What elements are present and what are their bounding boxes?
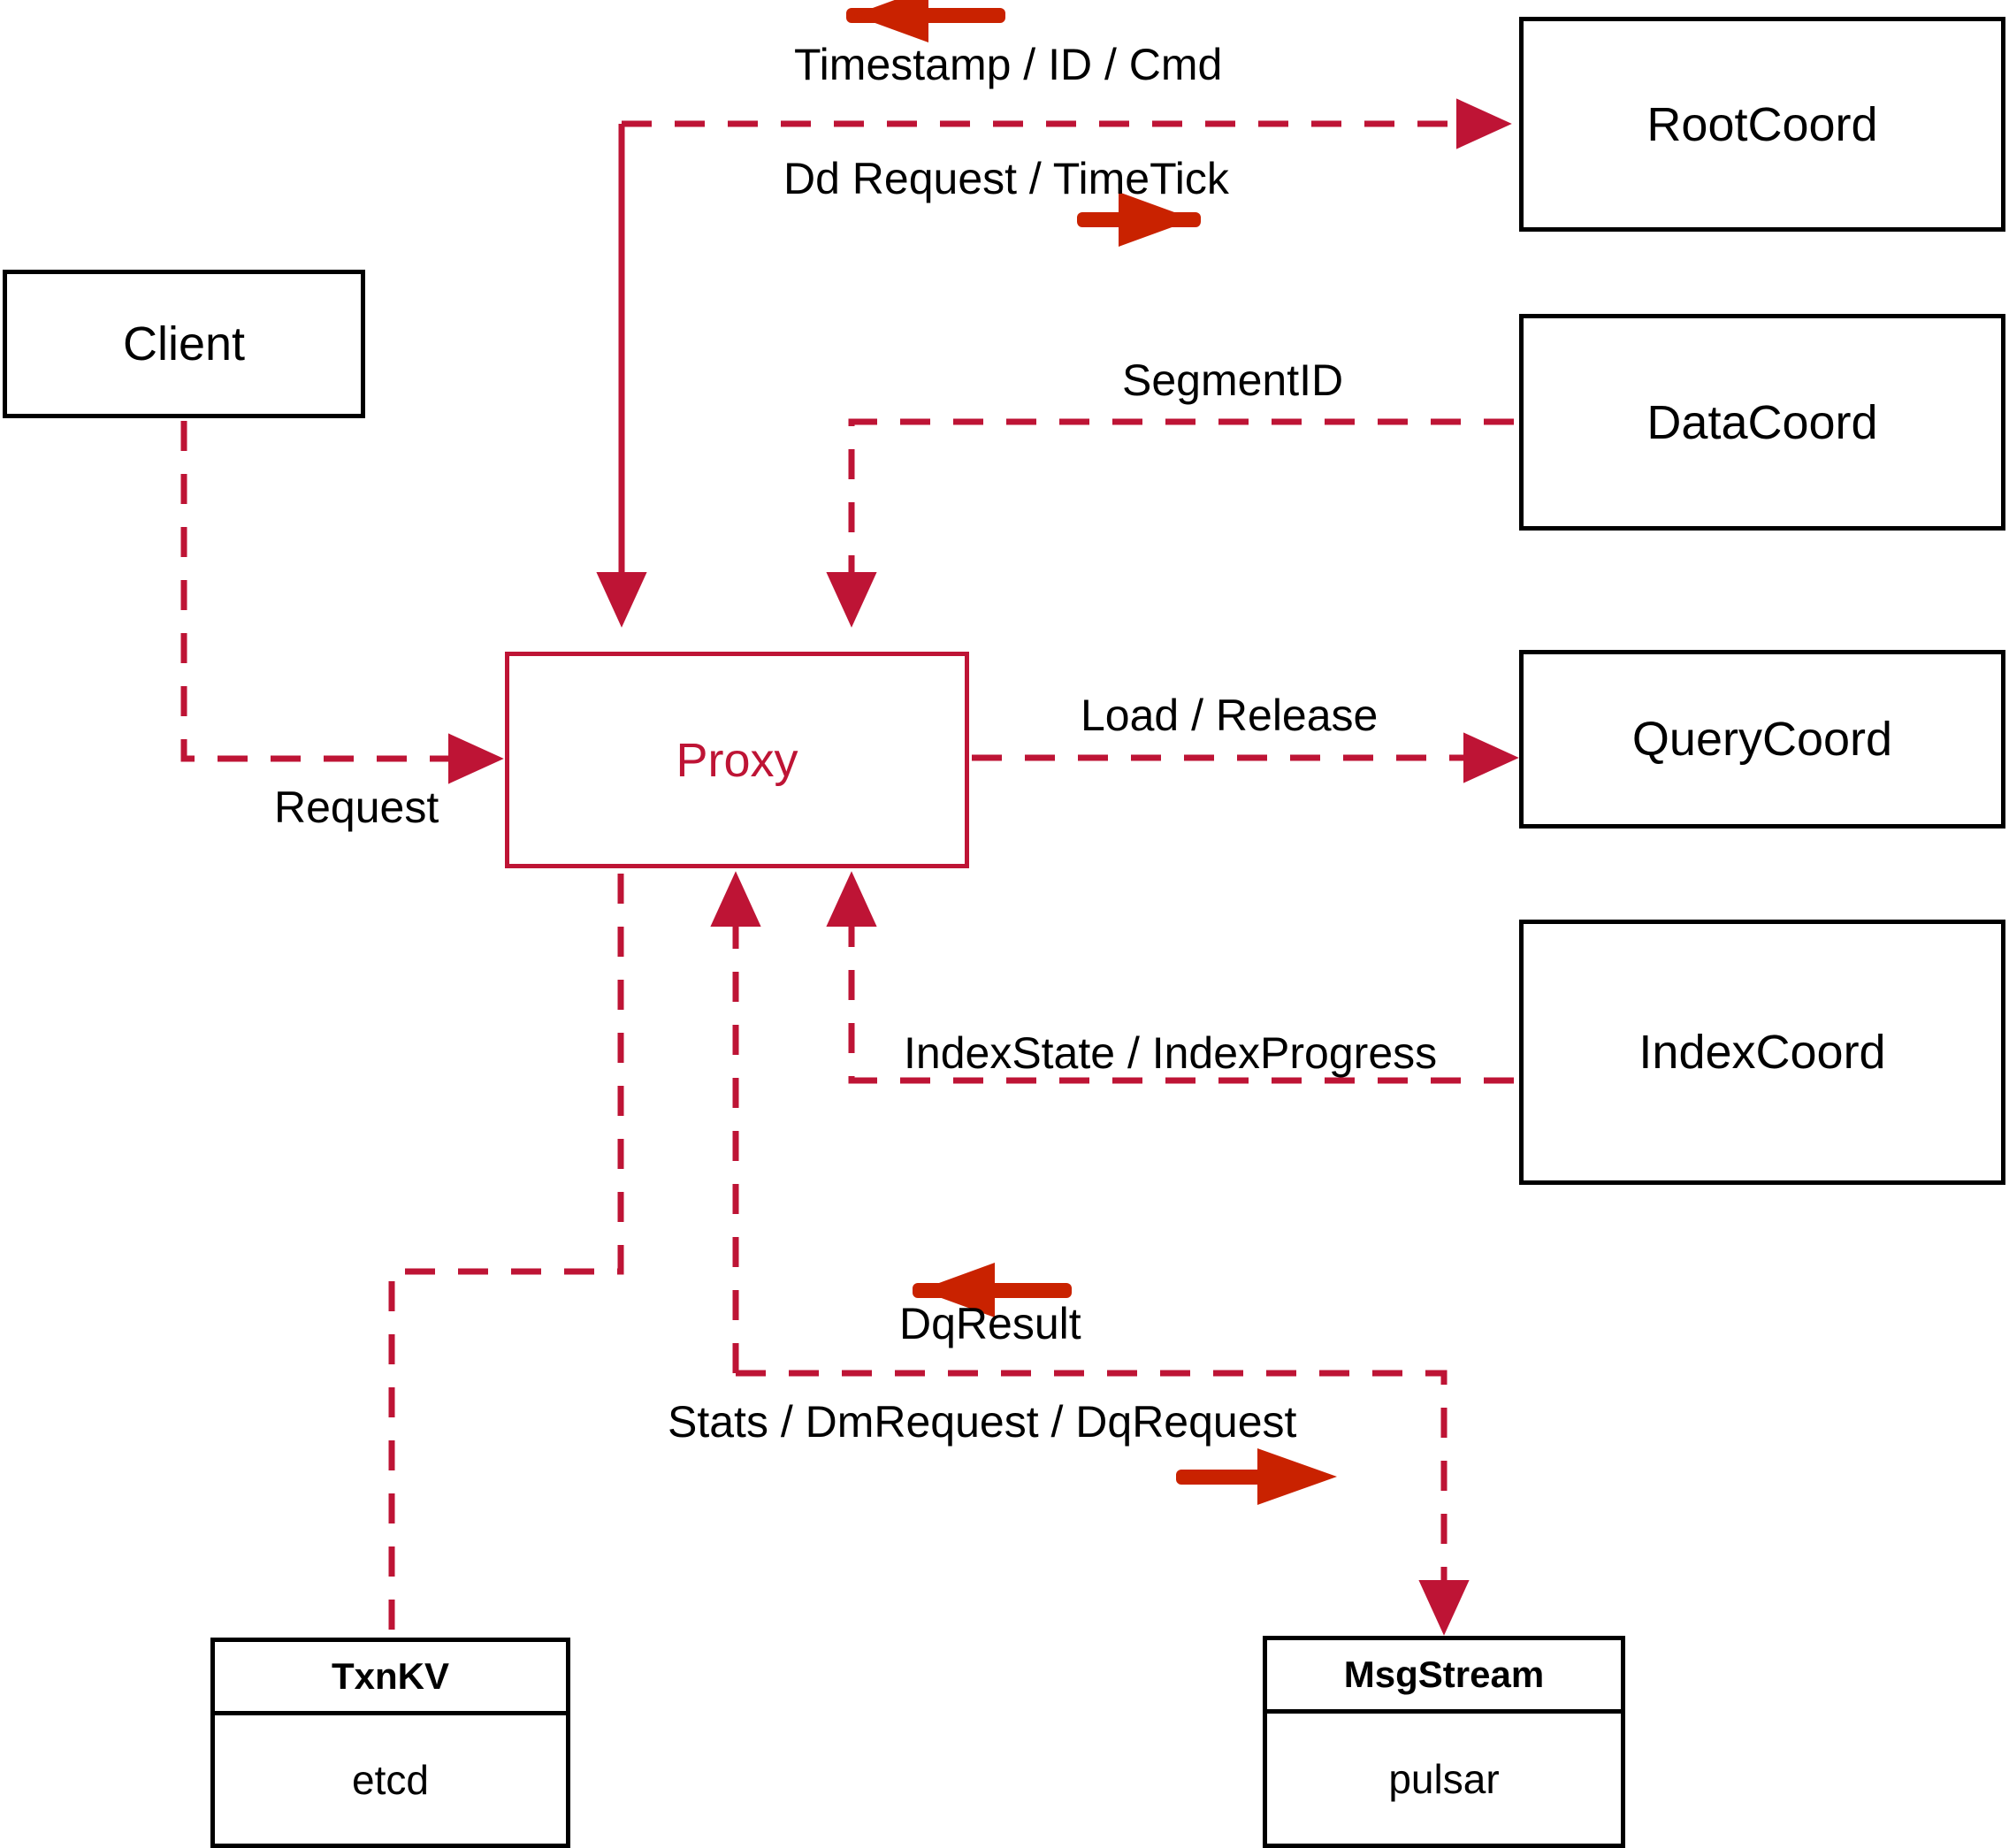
edge-label-index-state-progress: IndexState / IndexProgress xyxy=(904,1028,1438,1078)
edge-indexcoord-to-proxy xyxy=(826,871,1514,1084)
edge-label-request: Request xyxy=(274,783,439,832)
edge-datacoord-to-proxy xyxy=(826,418,1514,628)
node-rootcoord-label: RootCoord xyxy=(1646,97,1878,151)
edge-client-to-proxy xyxy=(180,421,504,784)
node-client-label: Client xyxy=(122,317,246,370)
edge-label-timestamp-id-cmd: Timestamp / ID / Cmd xyxy=(794,40,1223,89)
edge-label-load-release: Load / Release xyxy=(1081,691,1379,740)
node-txnkv-impl: etcd xyxy=(352,1756,429,1803)
node-indexcoord[interactable]: IndexCoord xyxy=(1519,920,2005,1185)
node-msgstream-title: MsgStream xyxy=(1343,1653,1545,1695)
edge-label-segment-id: SegmentID xyxy=(1122,355,1344,405)
direction-arrow-left-dqresult xyxy=(913,1263,1072,1317)
node-txnkv[interactable]: TxnKV etcd xyxy=(210,1638,570,1848)
node-rootcoord[interactable]: RootCoord xyxy=(1519,17,2005,232)
node-client[interactable]: Client xyxy=(3,270,365,418)
node-msgstream-body: pulsar xyxy=(1267,1714,1621,1844)
direction-arrow-right-stats xyxy=(1176,1448,1337,1505)
node-txnkv-body: etcd xyxy=(215,1715,566,1844)
edge-proxy-to-msgstream xyxy=(736,1370,1470,1636)
edge-label-dq-result: DqResult xyxy=(899,1299,1081,1348)
node-txnkv-title: TxnKV xyxy=(331,1655,449,1697)
edge-proxy-to-txnkv xyxy=(388,874,624,1631)
node-proxy-label: Proxy xyxy=(676,733,798,787)
edge-label-stats-dm-dq-request: Stats / DmRequest / DqRequest xyxy=(668,1397,1297,1447)
edge-label-dd-request-timetick: Dd Request / TimeTick xyxy=(783,154,1229,203)
node-msgstream-header: MsgStream xyxy=(1267,1640,1621,1714)
node-txnkv-header: TxnKV xyxy=(215,1642,566,1715)
node-querycoord-label: QueryCoord xyxy=(1631,713,1893,766)
node-indexcoord-label: IndexCoord xyxy=(1639,1026,1886,1079)
node-proxy[interactable]: Proxy xyxy=(505,652,969,868)
node-msgstream-impl: pulsar xyxy=(1388,1755,1500,1802)
node-msgstream[interactable]: MsgStream pulsar xyxy=(1263,1636,1625,1848)
direction-arrow-left-timestamp xyxy=(846,0,1005,42)
node-datacoord[interactable]: DataCoord xyxy=(1519,314,2005,531)
direction-arrow-right-ddrequest xyxy=(1077,192,1201,247)
node-datacoord-label: DataCoord xyxy=(1646,395,1878,449)
node-querycoord[interactable]: QueryCoord xyxy=(1519,650,2005,829)
